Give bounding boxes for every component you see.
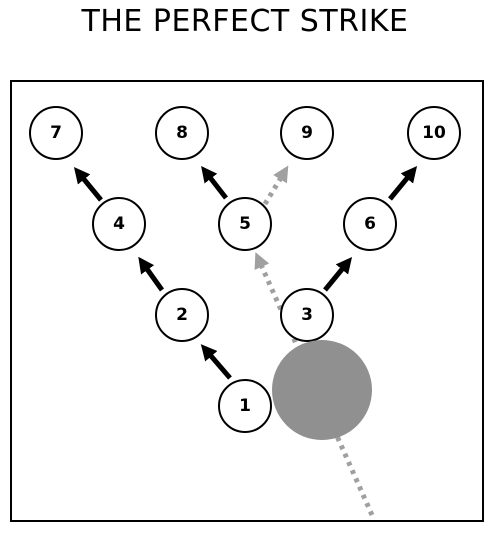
- pin-8: 8: [155, 106, 209, 160]
- arrow-pin-1-to-2: [200, 344, 232, 380]
- pin-7: 7: [29, 106, 83, 160]
- pin-5-deflection-path: [262, 165, 289, 206]
- pin-8-label: 8: [176, 123, 188, 143]
- arrow-pin-6-to-10: [388, 166, 418, 201]
- pin-9: 9: [280, 106, 334, 160]
- pin-3: 3: [280, 288, 334, 342]
- bowling-ball: [272, 340, 372, 440]
- pin-5-label: 5: [239, 214, 251, 234]
- pin-10: 10: [407, 106, 461, 160]
- pin-2: 2: [155, 288, 209, 342]
- pin-3-label: 3: [301, 305, 313, 325]
- arrow-pin-2-to-4: [138, 256, 165, 292]
- pin-7-label: 7: [50, 123, 62, 143]
- ball-path-line: [254, 252, 375, 517]
- pin-4: 4: [92, 197, 146, 251]
- pin-10-label: 10: [422, 123, 446, 143]
- pin-9-label: 9: [301, 123, 313, 143]
- arrow-pin-5-to-8: [201, 165, 228, 200]
- diagram-title: THE PERFECT STRIKE: [81, 4, 409, 39]
- pin-6: 6: [343, 197, 397, 251]
- pin-1: 1: [218, 379, 272, 433]
- arrow-pin-3-to-6: [323, 257, 353, 292]
- pin-5: 5: [218, 197, 272, 251]
- pin-6-label: 6: [364, 214, 376, 234]
- pin-2-label: 2: [176, 305, 188, 325]
- lane-frame: [10, 80, 484, 522]
- pin-1-label: 1: [239, 396, 251, 416]
- pin-4-label: 4: [113, 214, 125, 234]
- arrow-pin-4-to-7: [73, 167, 103, 202]
